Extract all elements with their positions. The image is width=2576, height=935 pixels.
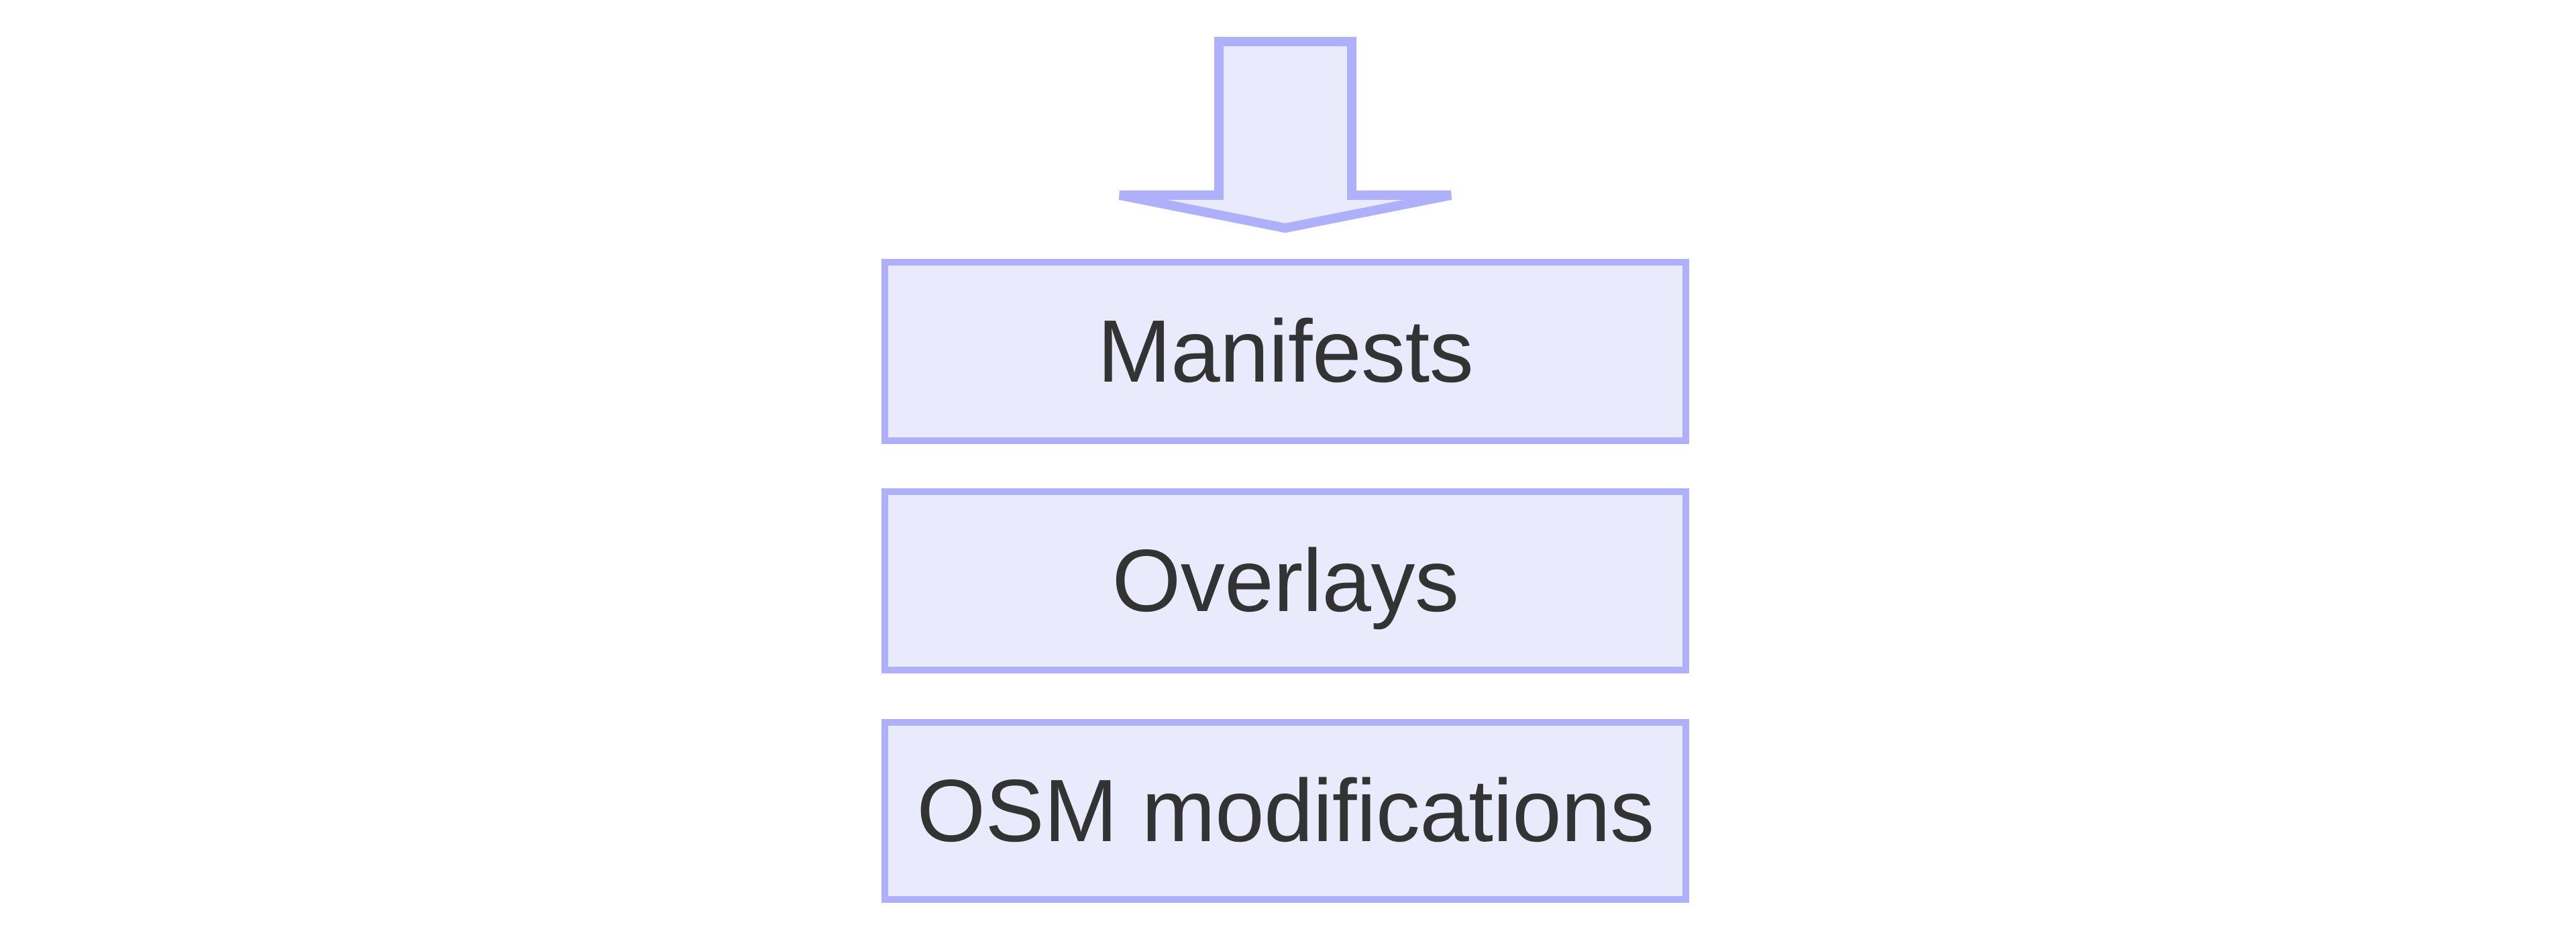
down-arrow-icon [1114,37,1457,233]
node-overlays[interactable]: Overlays [881,488,1689,673]
node-overlays-label: Overlays [1112,531,1459,630]
node-manifests[interactable]: Manifests [881,259,1689,444]
down-arrow-shape [1118,37,1452,233]
node-osm-modifications-label: OSM modifications [916,761,1654,860]
node-osm-modifications[interactable]: OSM modifications [881,719,1689,903]
node-manifests-label: Manifests [1097,302,1474,400]
